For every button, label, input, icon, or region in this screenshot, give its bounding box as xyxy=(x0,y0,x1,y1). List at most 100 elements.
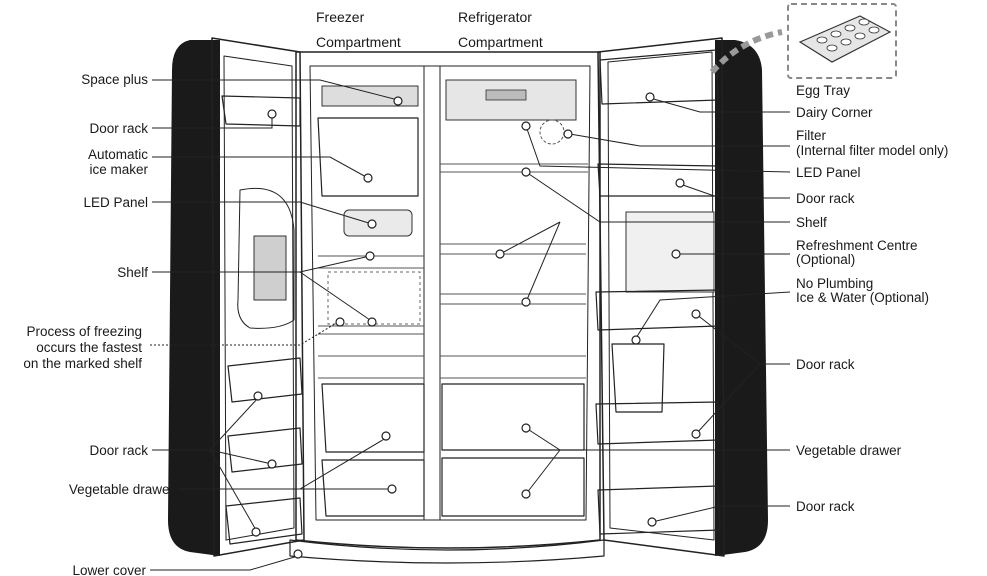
filter-housing-highlight xyxy=(539,119,565,145)
compartment-headers: Freezer Compartment Refrigerator Compart… xyxy=(316,9,543,50)
dot-door-rack-left-c xyxy=(251,527,261,537)
label-filter-line1: Filter xyxy=(796,128,827,143)
fridge-drawer-upper xyxy=(441,383,585,451)
right-door-rack-upper xyxy=(597,163,719,197)
ice-maker-unit xyxy=(317,117,419,197)
right-door-panel xyxy=(597,37,725,557)
label-veg-drawer-right: Vegetable drawer xyxy=(796,443,902,458)
freezer-drawer-lower xyxy=(321,459,425,517)
leader-space-plus xyxy=(152,79,399,101)
fridge-drawer-lower xyxy=(441,457,585,517)
dot-ice-maker xyxy=(363,173,373,183)
leader-door-rack-left-top xyxy=(152,116,273,129)
leader-filter xyxy=(569,133,790,147)
dot-door-rack-right-3 xyxy=(647,517,657,527)
dot-door-rack-left-top xyxy=(267,109,277,119)
right-door-rim xyxy=(715,40,768,556)
left-door-rack-mid1 xyxy=(227,357,303,403)
freezer-drawer-upper xyxy=(321,383,425,453)
refrigerator-header-line1: Refrigerator xyxy=(458,9,532,25)
label-ice-maker-line1: Automatic xyxy=(88,147,148,162)
leader-dairy-corner xyxy=(649,97,790,113)
label-door-rack-left-bottom: Door rack xyxy=(89,443,148,458)
dot-shelf-left-a xyxy=(365,251,375,261)
label-no-plumbing-line2: Ice & Water (Optional) xyxy=(796,290,929,305)
right-door-rack-mid xyxy=(595,289,719,331)
dairy-corner-bin xyxy=(599,49,719,105)
fast-freeze-shelf-marker xyxy=(327,271,421,325)
leader-lines xyxy=(150,79,791,571)
leader-shelf-right-c xyxy=(525,221,561,303)
center-divider xyxy=(423,65,441,521)
egg-tray-arrow xyxy=(709,29,783,74)
refreshment-centre-box xyxy=(625,211,715,293)
label-door-rack-right-3: Door rack xyxy=(796,499,855,514)
label-door-rack-left-top: Door rack xyxy=(89,121,148,136)
dot-door-rack-left-a xyxy=(253,391,263,401)
leader-ice-maker xyxy=(152,156,369,179)
egg-tray-inset-frame xyxy=(787,3,897,79)
dot-dairy-corner xyxy=(645,92,655,102)
space-plus-compartment xyxy=(321,85,419,107)
label-door-rack-right-1: Door rack xyxy=(796,191,855,206)
label-refreshment-line1: Refreshment Centre xyxy=(796,238,918,253)
label-led-panel-left: LED Panel xyxy=(83,195,148,210)
refrigerator-header-line2: Compartment xyxy=(458,34,543,50)
right-door-rack-low xyxy=(595,401,719,445)
dot-door-rack-right-2b xyxy=(691,429,701,439)
label-shelf-left: Shelf xyxy=(117,265,148,280)
label-ice-maker-line2: ice maker xyxy=(89,162,148,177)
left-door-panel xyxy=(211,37,305,557)
lower-cover-panel xyxy=(289,539,605,564)
label-freezing-note-line1: Process of freezing xyxy=(26,324,142,339)
dot-led-panel-left xyxy=(367,219,377,229)
dot-no-plumbing xyxy=(631,335,641,345)
label-lower-cover: Lower cover xyxy=(72,563,146,576)
dot-shelf-right-a xyxy=(521,167,531,177)
dot-veg-drawer-right-b xyxy=(521,489,531,499)
fridge-display xyxy=(485,89,527,101)
leader-door-rack-right-2b xyxy=(695,363,761,435)
leader-no-plumbing xyxy=(635,291,791,339)
freezer-header-line1: Freezer xyxy=(316,9,365,25)
label-space-plus: Space plus xyxy=(81,72,148,87)
leader-led-panel-left xyxy=(152,201,373,225)
left-labels: Space plus Door rack Automatic ice maker… xyxy=(23,72,174,576)
right-labels: Egg Tray Dairy Corner Filter (Internal f… xyxy=(796,83,948,514)
dot-door-rack-right-1 xyxy=(675,178,685,188)
leader-led-panel-right xyxy=(525,125,791,173)
refrigerator-illustration xyxy=(168,3,897,564)
left-door-rack-top xyxy=(221,95,301,127)
dot-shelf-right-b xyxy=(495,249,505,259)
label-filter-line2: (Internal filter model only) xyxy=(796,143,948,158)
dot-door-rack-right-2a xyxy=(691,309,701,319)
dispenser-window xyxy=(253,235,287,301)
left-door-rack-bottom xyxy=(225,497,303,545)
leader-lower-cover xyxy=(150,555,299,571)
label-led-panel-right: LED Panel xyxy=(796,165,861,180)
label-dairy-corner: Dairy Corner xyxy=(796,105,873,120)
dot-freezing-note xyxy=(335,317,345,327)
freezer-led-panel xyxy=(343,209,413,237)
label-door-rack-right-2: Door rack xyxy=(796,357,855,372)
dot-veg-drawer-left-b xyxy=(387,484,397,494)
right-door-inner-liner xyxy=(607,51,715,541)
egg-tray-cups xyxy=(816,18,880,52)
dot-veg-drawer-right-a xyxy=(521,423,531,433)
dot-shelf-right-c xyxy=(521,297,531,307)
label-freezing-note-line3: on the marked shelf xyxy=(23,356,142,371)
label-no-plumbing-line1: No Plumbing xyxy=(796,276,873,291)
dot-space-plus xyxy=(393,96,403,106)
leader-door-rack-right-1 xyxy=(679,183,790,199)
leader-shelf-left-b xyxy=(299,271,371,321)
dot-door-rack-left-b xyxy=(267,459,277,469)
leader-veg-drawer-right-b xyxy=(525,449,561,495)
dot-led-panel-right xyxy=(521,121,531,131)
label-egg-tray: Egg Tray xyxy=(796,83,850,98)
dispenser-column xyxy=(237,187,295,329)
label-shelf-right: Shelf xyxy=(796,215,827,230)
leader-door-rack-left-c xyxy=(209,449,257,531)
leader-freezing-note xyxy=(150,321,339,346)
